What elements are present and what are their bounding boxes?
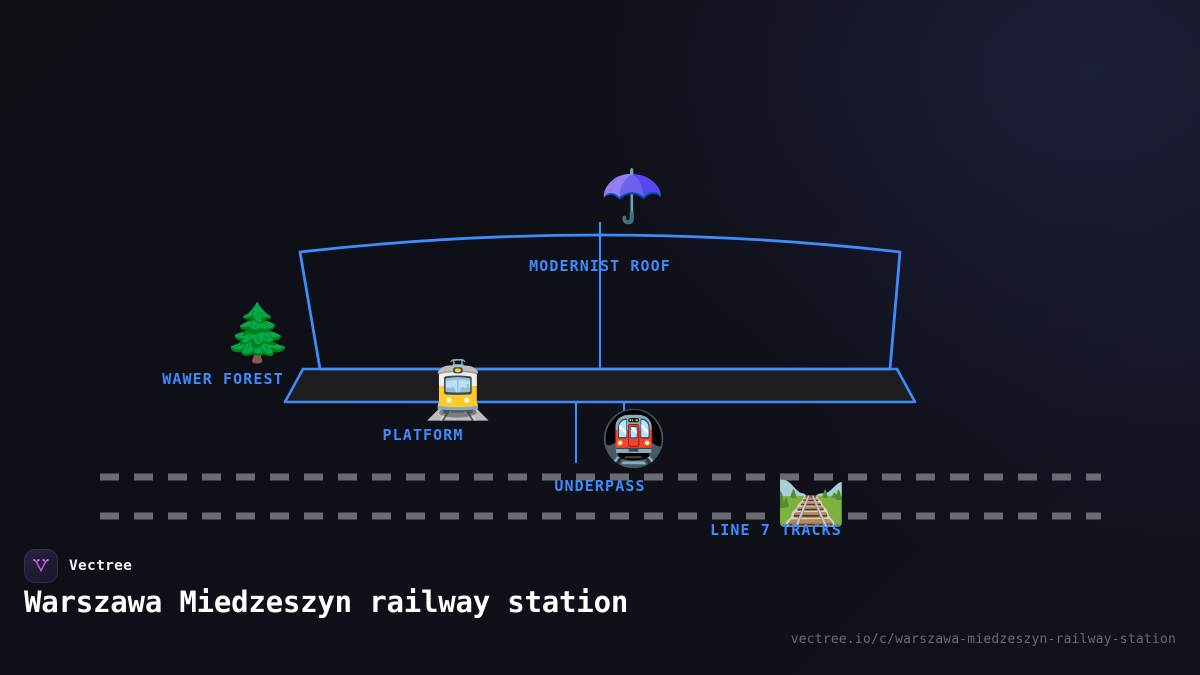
modernist-roof-shape	[298, 233, 902, 371]
platform-slab-shape	[283, 367, 917, 404]
label-wawer-forest: WAWER FOREST	[162, 370, 284, 388]
brand-block: Vectree	[24, 549, 132, 583]
footer: Vectree Warszawa Miedzeszyn railway stat…	[0, 540, 1200, 675]
label-platform: PLATFORM	[382, 426, 464, 444]
page-title: Warszawa Miedzeszyn railway station	[24, 585, 629, 619]
page-url: vectree.io/c/warszawa-miedzeszyn-railway…	[790, 632, 1176, 647]
station-diagram	[100, 222, 1101, 520]
brand-name: Vectree	[69, 558, 133, 574]
label-line-7-tracks: LINE 7 TRACKS	[710, 521, 842, 539]
vectree-tree-logo-icon	[24, 549, 58, 583]
label-modernist-roof: MODERNIST ROOF	[529, 257, 671, 275]
label-underpass: UNDERPASS	[554, 477, 646, 495]
